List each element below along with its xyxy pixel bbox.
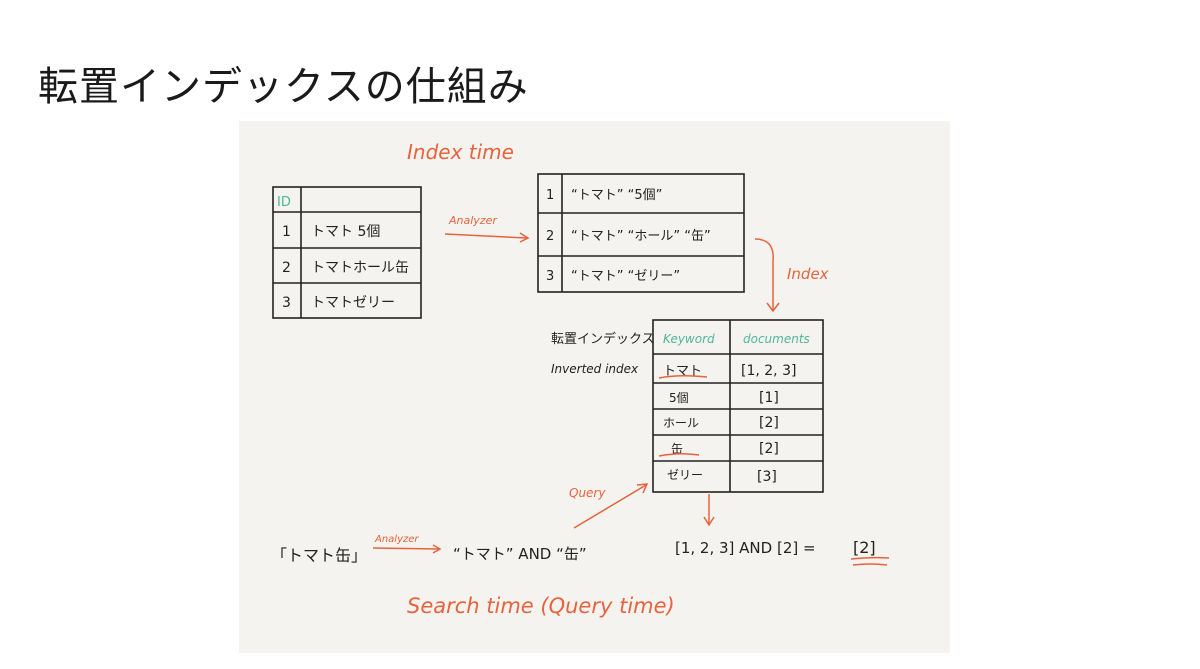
doc-id-2: 2 [282, 260, 291, 276]
query-label: Query [569, 486, 606, 500]
whiteboard-diagram: Index time ID 1 トマト 5個 2 トマトホール缶 3 トマトゼリ… [239, 121, 950, 653]
index-arrow [754, 238, 774, 310]
docs-4: [2] [759, 441, 779, 457]
inverted-index-table: Keyword documents トマト [1, 2, 3] 5個 [1] ホ… [652, 319, 824, 493]
result-value: [2] [853, 538, 876, 557]
keyword-highlight [658, 452, 700, 457]
documents-header: documents [743, 332, 810, 346]
arrow-head-icon [636, 483, 649, 494]
docs-3: [2] [759, 415, 779, 431]
keyword-highlight [658, 374, 708, 379]
result-expression: [1, 2, 3] AND [2] = [675, 539, 816, 557]
keyword-2: 5個 [669, 391, 689, 405]
analyzed-table: 1 “トマト” “5個” 2 “トマト” “ホール” “缶” 3 “トマト” “… [537, 173, 745, 293]
arrow-head-icon [519, 232, 530, 243]
analyzed-query: “トマト” AND “缶” [453, 545, 587, 563]
result-underline [852, 563, 888, 566]
keyword-5: ゼリー [667, 468, 703, 482]
doc-id-3: 3 [282, 295, 291, 311]
analyzer-arrow-2 [372, 547, 440, 550]
documents-table: ID 1 トマト 5個 2 トマトホール缶 3 トマトゼリー [272, 186, 422, 319]
analyzed-text-3: “トマト” “ゼリー” [571, 269, 680, 284]
keyword-3: ホール [663, 416, 699, 430]
arrow-head-icon [432, 544, 442, 554]
keyword-4: 缶 [671, 442, 683, 456]
index-time-label: Index time [407, 140, 514, 164]
result-underline [850, 556, 890, 560]
doc-text-1: トマト 5個 [311, 224, 380, 240]
analyzed-id-1: 1 [546, 188, 554, 203]
keyword-header: Keyword [663, 332, 715, 346]
analyzed-text-1: “トマト” “5個” [571, 188, 662, 203]
search-query: 「トマト缶」 [271, 546, 367, 565]
query-arrow [573, 484, 647, 529]
analyzed-text-2: “トマト” “ホール” “缶” [571, 229, 711, 244]
search-time-label: Search time (Query time) [407, 594, 675, 618]
index-arrow-label: Index [787, 265, 829, 283]
inverted-index-label-en: Inverted index [551, 362, 639, 376]
analyzer-label-1: Analyzer [448, 214, 498, 227]
id-header: ID [277, 195, 291, 210]
doc-id-1: 1 [282, 224, 291, 240]
docs-5: [3] [757, 469, 777, 485]
inverted-index-label-jp: 転置インデックス [551, 331, 655, 347]
analyzed-id-3: 3 [546, 269, 554, 284]
docs-1: [1, 2, 3] [741, 363, 796, 379]
analyzer-label-2: Analyzer [374, 534, 419, 545]
docs-2: [1] [759, 390, 779, 406]
doc-text-2: トマトホール缶 [311, 260, 409, 276]
doc-text-3: トマトゼリー [311, 295, 395, 311]
slide-title: 転置インデックスの仕組み [38, 64, 529, 110]
analyzer-arrow-1 [444, 233, 528, 239]
arrow-head-icon [766, 302, 780, 313]
arrow-head-icon [703, 516, 715, 527]
analyzed-id-2: 2 [546, 229, 554, 244]
